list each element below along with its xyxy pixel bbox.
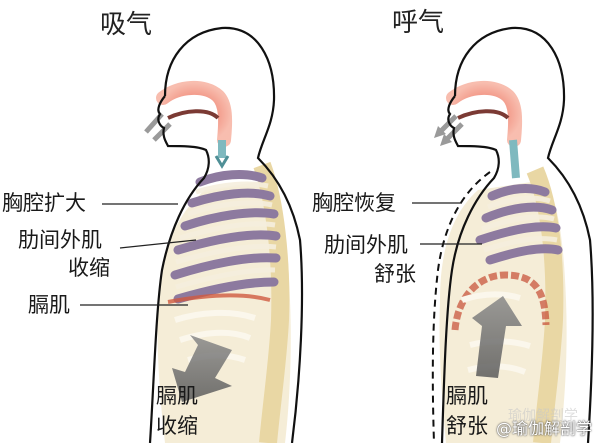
chest-expand-label: 胸腔扩大: [2, 191, 86, 215]
lung-ribs: [170, 170, 281, 304]
nasal-airway: [156, 81, 233, 147]
diaphragm-up-arrow: [472, 296, 522, 378]
inhale-figure: [144, 26, 304, 443]
watermark-ghost: 瑜伽解剖学: [508, 408, 578, 424]
diaphragm-muscle: [167, 293, 271, 304]
intercostal-state-inhale: 收缩: [68, 256, 110, 280]
intercostal-state-exhale: 舒张: [374, 262, 416, 286]
body-outline-front-exhale: [440, 95, 500, 443]
diaphragm-state-exhale-line2: 舒张: [446, 414, 488, 438]
body-outline-front: [148, 95, 210, 443]
intercostal-label-inhale: 肋间外肌: [18, 228, 102, 252]
expanded-chest-dashed-outline: [431, 171, 491, 443]
diaphragm-label: 膈肌: [28, 293, 70, 317]
intercostal-label-exhale: 肋间外肌: [324, 233, 408, 257]
chest-recover-label: 胸腔恢复: [312, 191, 396, 215]
spine: [253, 161, 290, 443]
inhale-title: 吸气: [100, 10, 153, 40]
diaphragm-state-inhale-line1: 膈肌: [156, 384, 198, 408]
body-outline-back: [163, 26, 304, 443]
trachea-exhale: [509, 139, 520, 179]
watermark: @瑜伽解剖学: [496, 419, 593, 438]
diaphragm-state-exhale-line1: 膈肌: [446, 384, 488, 408]
diaphragm-dome: [451, 271, 550, 331]
diaphragm-down-arrow: [172, 335, 232, 402]
body-outline-back-exhale: [453, 26, 594, 443]
lung-ribs-exhale: [475, 184, 563, 265]
exhale-leader-lines: [412, 202, 482, 245]
exhale-figure: [431, 26, 594, 443]
inhale-leader-lines: [80, 203, 197, 306]
nasal-airway-exhale: [446, 81, 523, 147]
diaphragm-state-inhale-line2: 收缩: [156, 414, 198, 438]
exhale-title: 呼气: [392, 8, 445, 38]
